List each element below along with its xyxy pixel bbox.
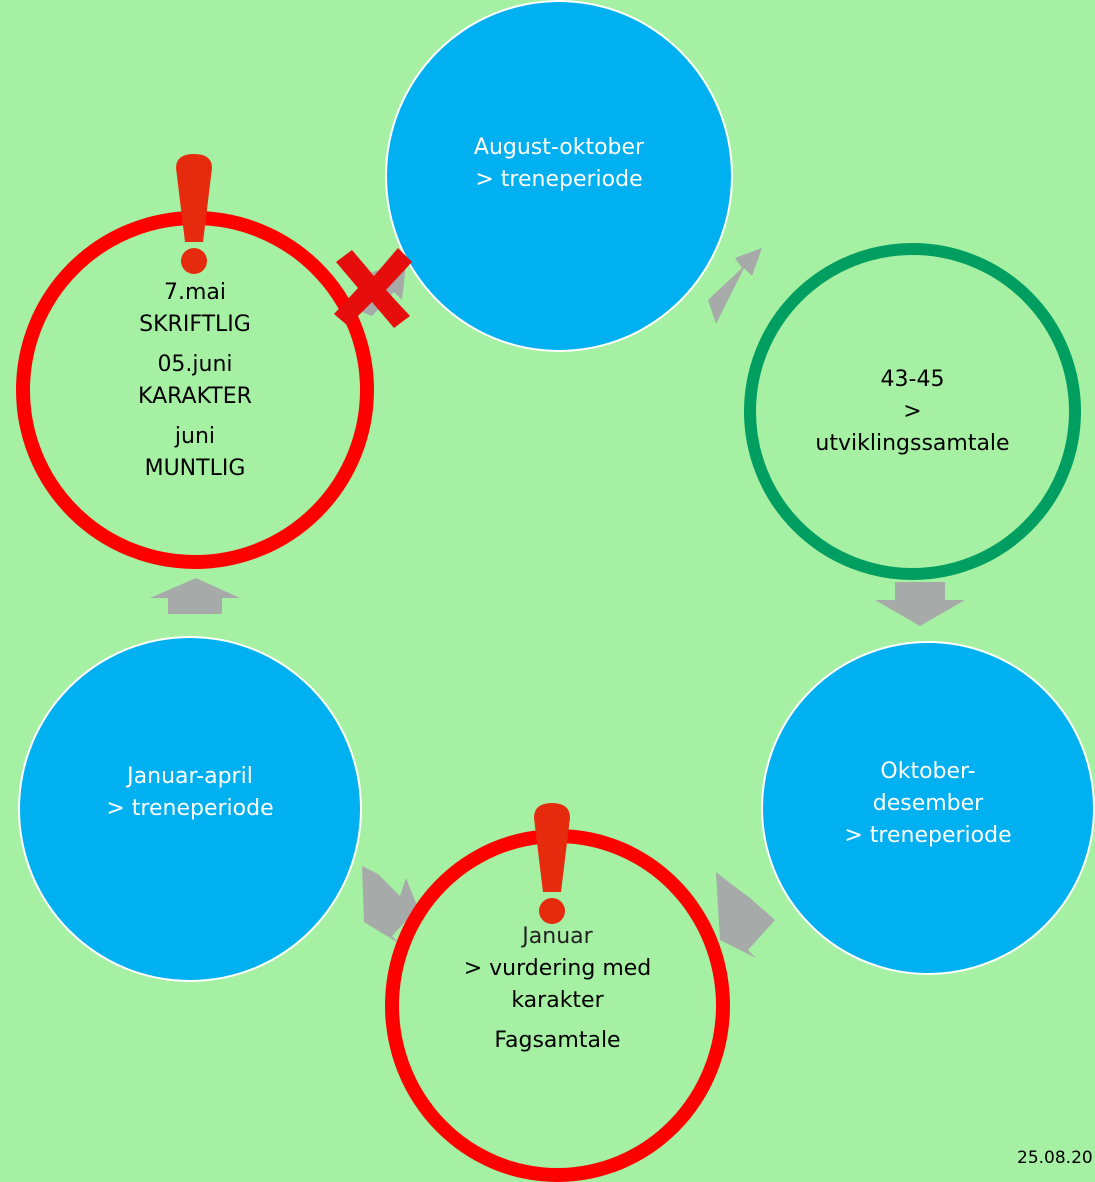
node-label: Oktober- xyxy=(880,759,976,784)
node-label: karakter xyxy=(511,987,604,1013)
arrow-icon xyxy=(716,872,775,958)
cross-mark-icon xyxy=(334,248,412,328)
node-label: Fagsamtale xyxy=(494,1027,621,1053)
node-label: SKRIFTLIG xyxy=(139,312,251,337)
arrow-icon xyxy=(875,582,965,626)
node-label: 43-45 xyxy=(880,366,945,392)
node-label: > vurdering med xyxy=(463,955,652,981)
exclamation-icon xyxy=(534,803,570,924)
arrow-icon xyxy=(708,248,762,324)
node-label: Januar-april xyxy=(127,764,253,789)
node-label: Januar xyxy=(522,923,593,949)
node-label: utviklingssamtale xyxy=(815,430,1010,456)
node-label: juni xyxy=(174,424,216,449)
exclamation-icon xyxy=(176,154,212,274)
node-label: > treneperiode xyxy=(106,796,274,821)
arrow-icon xyxy=(150,578,240,614)
node-label: 05.juni xyxy=(157,352,233,377)
arrow-icon xyxy=(362,866,418,944)
node-label: MUNTLIG xyxy=(144,456,246,481)
node-label: August-oktober xyxy=(473,135,645,160)
node-januar-april: Januar-april > treneperiode xyxy=(18,636,362,982)
node-label: > treneperiode xyxy=(844,823,1012,848)
node-label: 7.mai xyxy=(163,280,226,305)
node-label: KARAKTER xyxy=(138,384,252,409)
node-label: > treneperiode xyxy=(475,167,643,192)
node-label: desember xyxy=(872,791,984,816)
date-label: 25.08.20 xyxy=(1017,1148,1093,1168)
node-august-oktober: August-oktober > treneperiode xyxy=(385,0,733,352)
node-oktober-desember: Oktober- desember > treneperiode xyxy=(761,641,1095,975)
node-label: > xyxy=(903,398,922,424)
